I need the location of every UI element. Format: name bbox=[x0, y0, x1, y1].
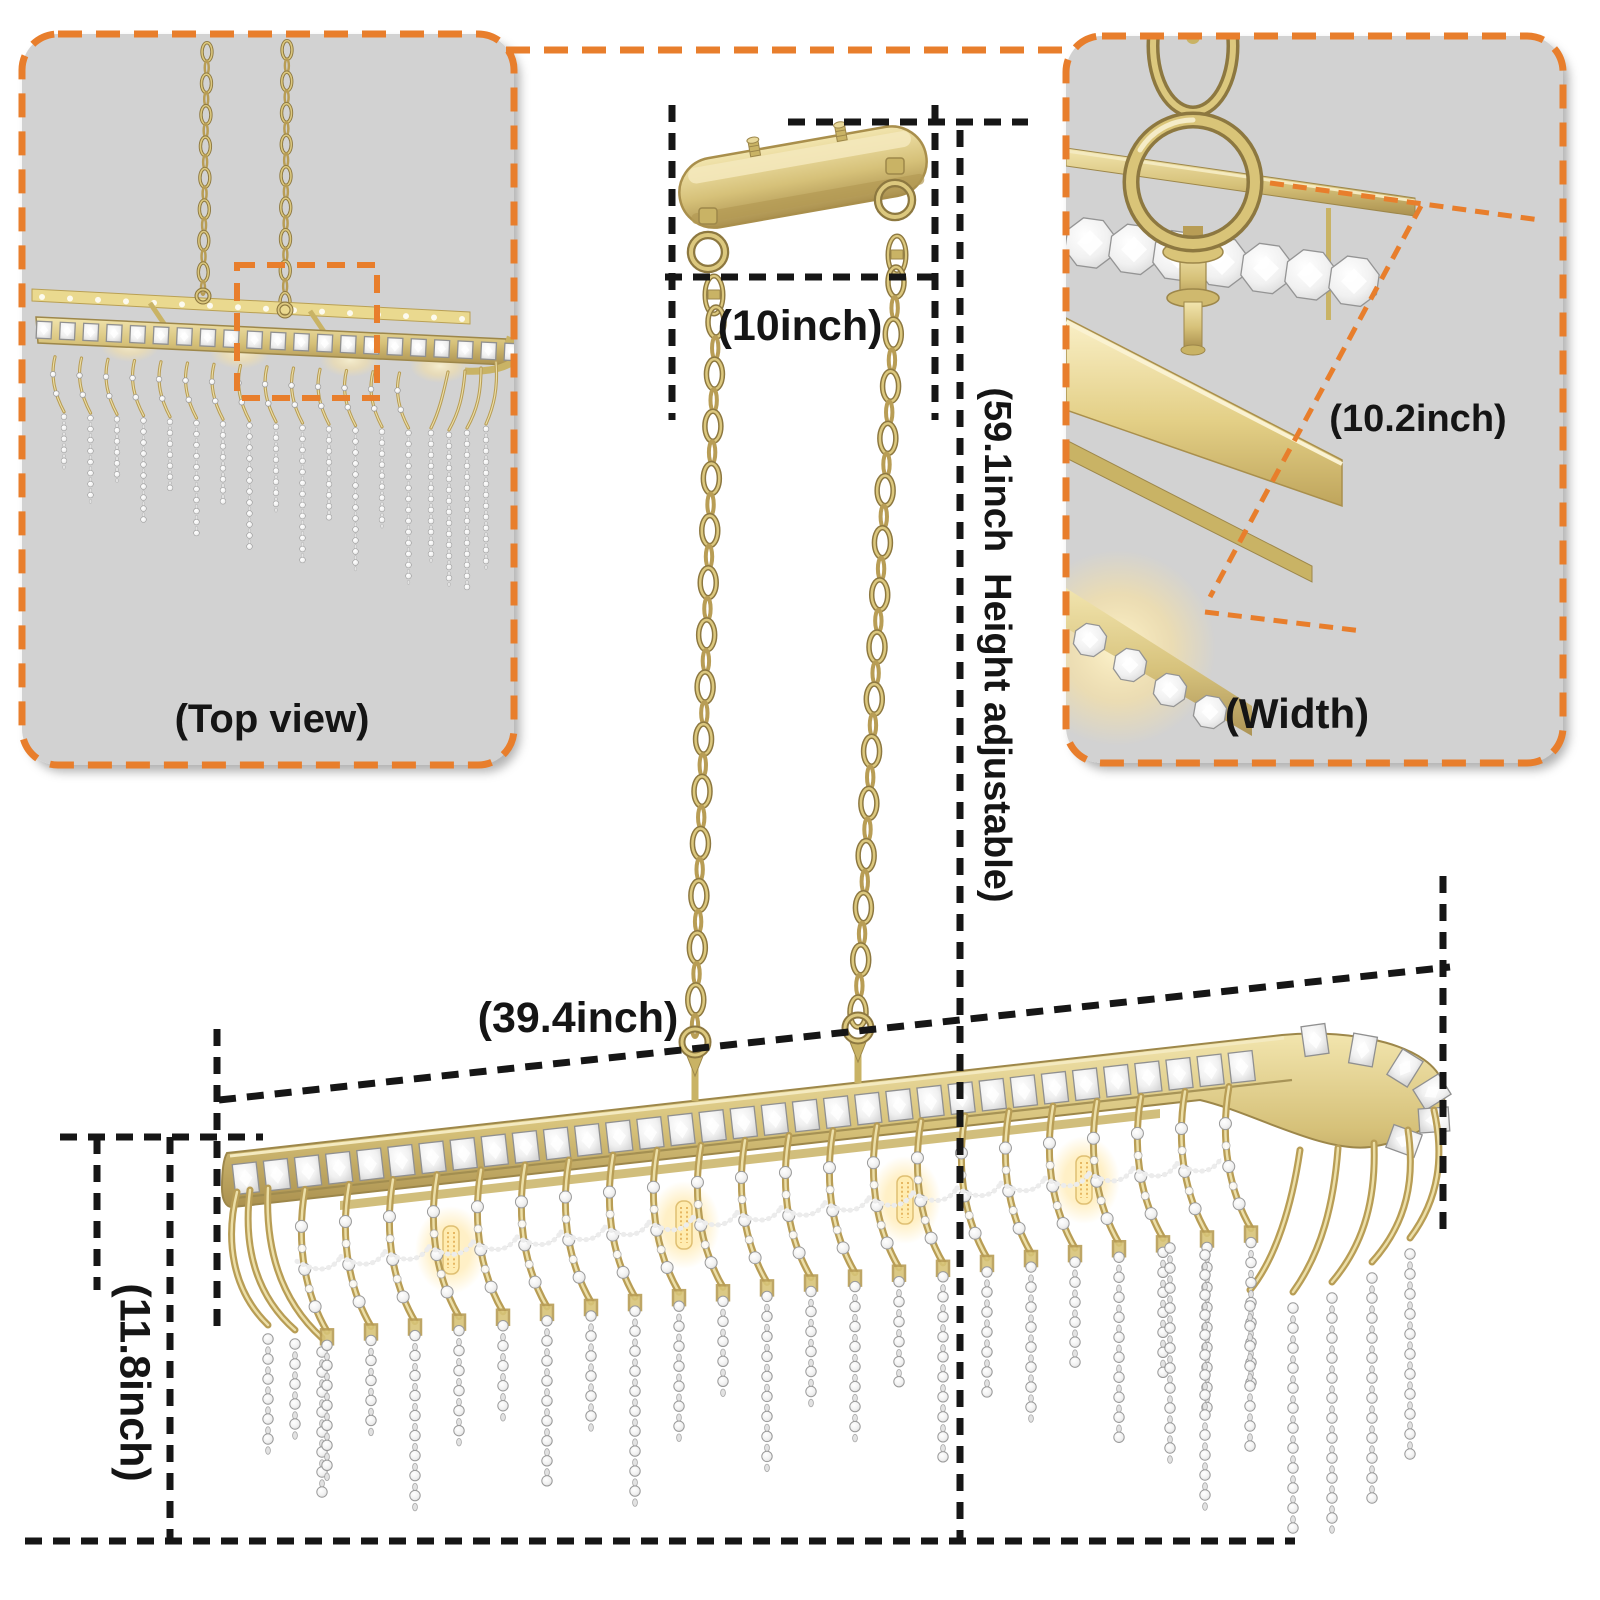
canopy-length-label: (10inch) bbox=[717, 302, 883, 350]
zoom-region-highlight bbox=[234, 262, 380, 401]
adjustable-height-label: (59.1inch Height adjustable) bbox=[975, 387, 1018, 903]
dimension-lines bbox=[25, 105, 1451, 1545]
fixture-height-label: (11.8inch) bbox=[110, 1283, 159, 1482]
width-annotation-lines bbox=[1204, 180, 1541, 634]
width-value-label: (10.2inch) bbox=[1329, 398, 1507, 440]
top-view-photo bbox=[31, 38, 514, 591]
width-closeup-photo bbox=[1066, 36, 1416, 746]
width-inset-border bbox=[1062, 32, 1567, 767]
top-view-inset bbox=[18, 30, 518, 769]
top-view-label: (Top view) bbox=[174, 697, 370, 741]
top-view-inset-border bbox=[18, 30, 518, 769]
width-closeup-inset bbox=[1062, 32, 1567, 767]
dim-length-line bbox=[218, 963, 1451, 1104]
width-word-label: (Width) bbox=[1224, 690, 1370, 737]
main-chandelier bbox=[220, 1011, 1452, 1534]
hanging-chains bbox=[685, 264, 907, 1039]
ceiling-canopy bbox=[678, 121, 928, 317]
fixture-length-label: (39.4inch) bbox=[477, 994, 679, 1042]
